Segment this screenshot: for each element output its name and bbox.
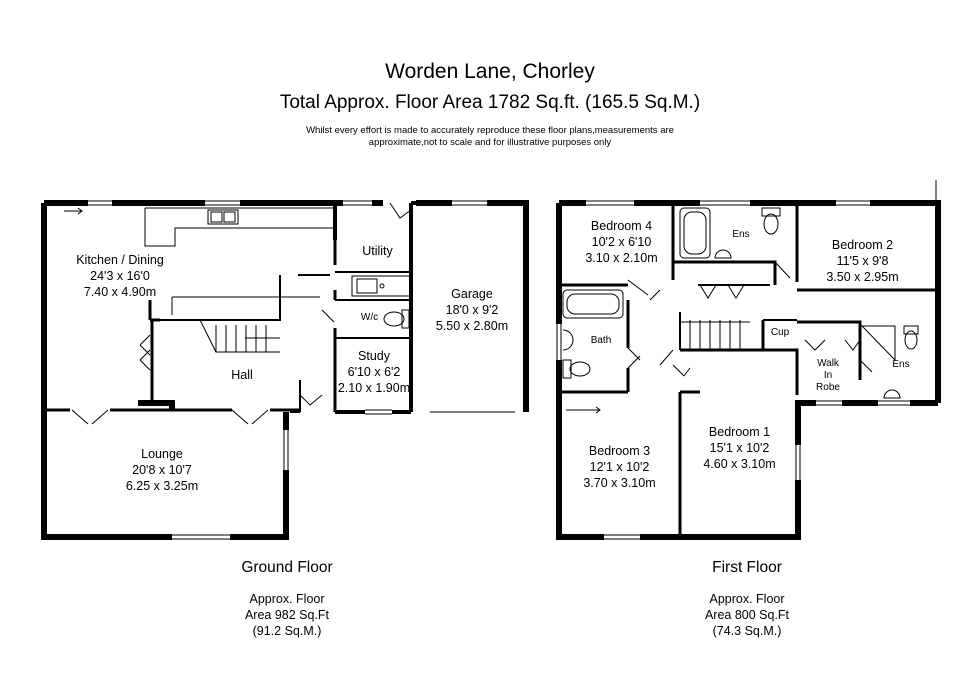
room-metric: 7.40 x 4.90m — [83, 285, 157, 299]
room-walk-in-robe: Walk In Robe — [810, 358, 846, 394]
room-bedroom-2: Bedroom 2 11'5 x 9'8 3.50 x 2.95m — [815, 237, 910, 285]
room-name: Utility — [362, 244, 393, 258]
room-metric: 6.25 x 3.25m — [125, 479, 199, 493]
ground-floor-caption: Ground Floor Approx. Floor Area 982 Sq.F… — [177, 559, 397, 639]
room-name: Bedroom 3 — [588, 444, 651, 458]
room-name: Garage — [451, 287, 493, 301]
room-metric: 4.60 x 3.10m — [703, 457, 776, 471]
room-imperial: 20'8 x 10'7 — [132, 463, 192, 477]
room-garage: Garage 18'0 x 9'2 5.50 x 2.80m — [422, 286, 522, 334]
floor-area-line-2: Area 800 Sq.Ft — [704, 608, 790, 622]
room-imperial: 24'3 x 16'0 — [90, 269, 150, 283]
first-floor-fixtures — [562, 207, 919, 414]
room-imperial: 18'0 x 9'2 — [445, 303, 499, 317]
room-name: Ens — [732, 229, 750, 240]
disclaimer-line-2: approximate,not to scale and for illustr… — [368, 137, 612, 148]
room-cupboard: Cup — [766, 327, 794, 339]
room-imperial: 10'2 x 6'10 — [591, 235, 652, 249]
room-imperial: 6'10 x 6'2 — [347, 365, 401, 379]
room-name: Bedroom 2 — [831, 238, 894, 252]
room-name: Bedroom 4 — [590, 219, 653, 233]
floor-area-line-3: (74.3 Sq.M.) — [712, 624, 782, 638]
room-name: W/c — [360, 312, 379, 323]
floor-area-line-1: Approx. Floor — [709, 592, 785, 606]
disclaimer-line-1: Whilst every effort is made to accuratel… — [306, 125, 674, 136]
room-metric: 3.10 x 2.10m — [585, 251, 658, 265]
walk-in-robe-line-1: Walk — [817, 358, 839, 369]
room-metric: 3.50 x 2.95m — [826, 270, 899, 284]
floor-name: Ground Floor — [241, 559, 333, 576]
room-kitchen-dining: Kitchen / Dining 24'3 x 16'0 7.40 x 4.90… — [60, 252, 180, 300]
room-name: Study — [358, 349, 390, 363]
room-imperial: 12'1 x 10'2 — [589, 460, 650, 474]
walk-in-robe-line-3: Robe — [816, 382, 840, 393]
room-ensuite-2: Ens — [886, 359, 916, 371]
ground-floor-fixtures — [64, 202, 412, 425]
ground-floor-walls — [41, 200, 529, 540]
room-utility: Utility — [350, 243, 405, 259]
room-name: Lounge — [141, 447, 183, 461]
room-name: Ens — [892, 359, 910, 370]
room-metric: 3.70 x 3.10m — [583, 476, 656, 490]
room-bedroom-4: Bedroom 4 10'2 x 6'10 3.10 x 2.10m — [574, 218, 669, 266]
room-lounge: Lounge 20'8 x 10'7 6.25 x 3.25m — [112, 446, 212, 494]
room-study: Study 6'10 x 6'2 2.10 x 1.90m — [333, 348, 415, 396]
room-imperial: 11'5 x 9'8 — [836, 254, 889, 268]
floor-name: First Floor — [712, 559, 782, 576]
plan-subtitle: Total Approx. Floor Area 1782 Sq.ft. (16… — [279, 92, 701, 113]
walk-in-robe-line-2: In — [823, 370, 833, 381]
room-bedroom-3: Bedroom 3 12'1 x 10'2 3.70 x 3.10m — [572, 443, 667, 491]
room-bedroom-1: Bedroom 1 15'1 x 10'2 4.60 x 3.10m — [692, 424, 787, 472]
disclaimer: Whilst every effort is made to accuratel… — [280, 125, 700, 149]
room-name: Hall — [231, 368, 253, 382]
floor-area: Approx. Floor Area 800 Sq.Ft (74.3 Sq.M.… — [637, 591, 857, 639]
room-name: Cup — [770, 327, 790, 338]
floor-area-line-1: Approx. Floor — [249, 592, 325, 606]
floor-area: Approx. Floor Area 982 Sq.Ft (91.2 Sq.M.… — [177, 591, 397, 639]
room-imperial: 15'1 x 10'2 — [709, 441, 770, 455]
room-name: Bath — [590, 335, 612, 346]
room-wc: W/c — [352, 312, 387, 324]
floor-area-line-2: Area 982 Sq.Ft — [244, 608, 330, 622]
room-metric: 5.50 x 2.80m — [435, 319, 509, 333]
plan-title: Worden Lane, Chorley — [385, 60, 595, 83]
first-floor-caption: First Floor Approx. Floor Area 800 Sq.Ft… — [637, 559, 857, 639]
floor-area-line-3: (91.2 Sq.M.) — [252, 624, 322, 638]
room-ensuite-1: Ens — [726, 229, 756, 241]
room-metric: 2.10 x 1.90m — [337, 381, 411, 395]
room-hall: Hall — [212, 367, 272, 383]
room-name: Bedroom 1 — [708, 425, 771, 439]
room-name: Kitchen / Dining — [76, 253, 164, 267]
room-bath: Bath — [586, 335, 616, 347]
first-floor-walls — [556, 180, 941, 540]
